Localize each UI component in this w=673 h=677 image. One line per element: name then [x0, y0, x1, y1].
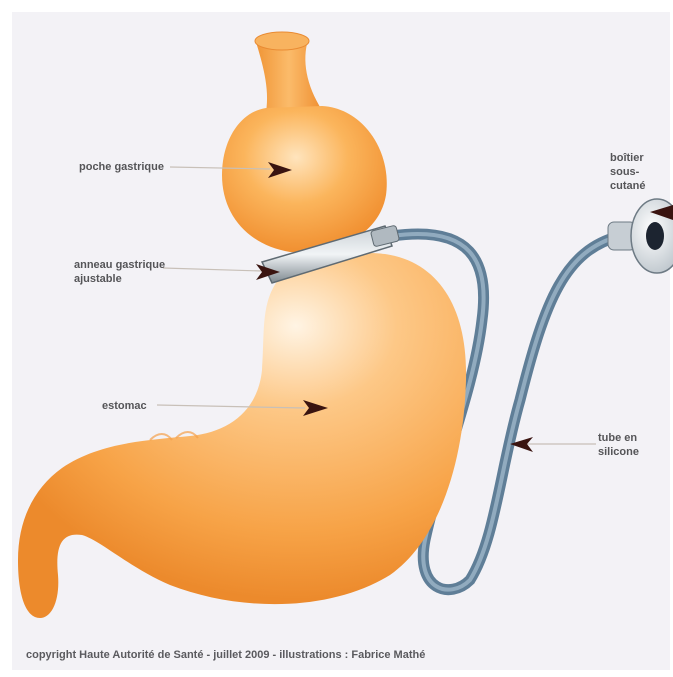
label-anneau-gastrique: anneau gastrique ajustable — [74, 258, 165, 286]
stomach — [18, 253, 466, 618]
label-estomac: estomac — [102, 399, 147, 413]
gastric-pouch — [222, 106, 387, 252]
label-boitier: boîtier sous-cutané — [610, 151, 673, 193]
leader-line-anneau — [163, 268, 262, 271]
label-tube-silicone: tube en silicone — [598, 431, 639, 459]
label-poche-gastrique: poche gastrique — [79, 160, 164, 174]
copyright-notice: copyright Haute Autorité de Santé - juil… — [26, 649, 425, 661]
